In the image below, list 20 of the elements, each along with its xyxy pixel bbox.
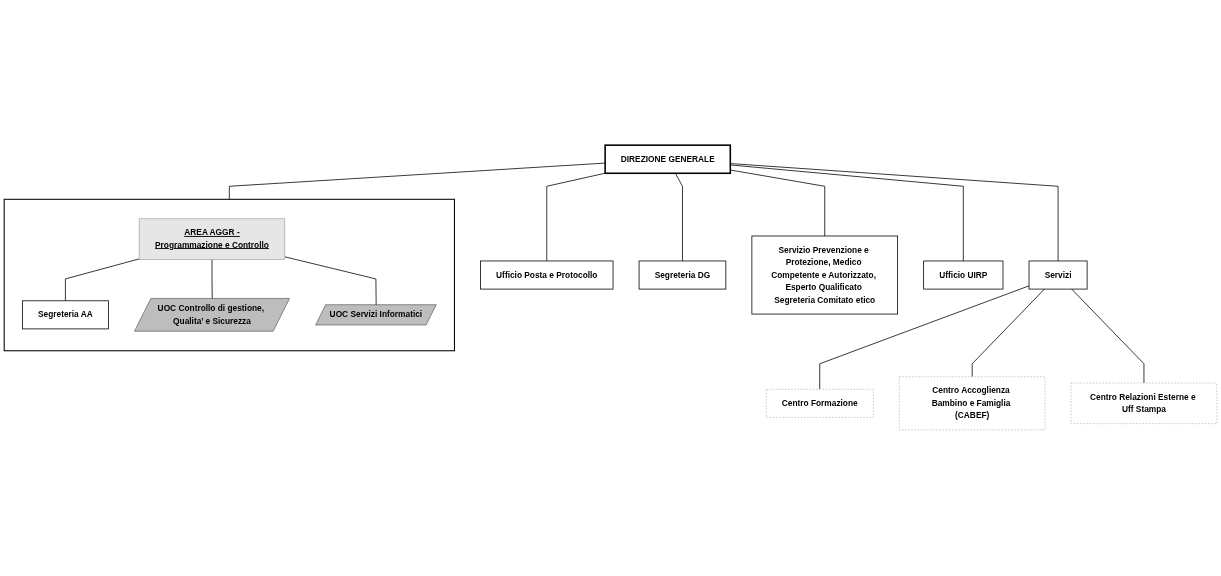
connector <box>819 285 1030 391</box>
connector <box>228 163 606 201</box>
node-box: Ufficio UIRP <box>923 261 1004 290</box>
node-box: Centro Accoglienza Bambino e Famiglia (CABEF) <box>899 377 1046 431</box>
node-box: Centro Formazione <box>765 389 874 419</box>
node-box: Segreteria DG <box>638 261 727 290</box>
connector <box>971 289 1045 378</box>
node-box: Servizio Prevenzione e Protezione, Medico Competente e Autorizzato, Esperto Qualificato Segreteria Comitato etico <box>751 236 898 315</box>
connector <box>546 173 606 262</box>
node-box: Ufficio Posta e Protocollo <box>480 261 614 290</box>
node-box: Segreteria AA <box>22 300 109 330</box>
node-box: AREA AGGR -Programmazione e Controllo <box>138 219 286 261</box>
node-box: Servizi <box>1028 261 1088 290</box>
node-box: Centro Relazioni Esterne e Uff Stampa <box>1070 383 1218 425</box>
connector <box>1071 289 1145 384</box>
connector <box>65 259 140 302</box>
connector <box>675 173 683 262</box>
node-box: DIREZIONE GENERALE <box>604 144 732 175</box>
cluster <box>3 199 455 352</box>
connector <box>284 256 377 306</box>
